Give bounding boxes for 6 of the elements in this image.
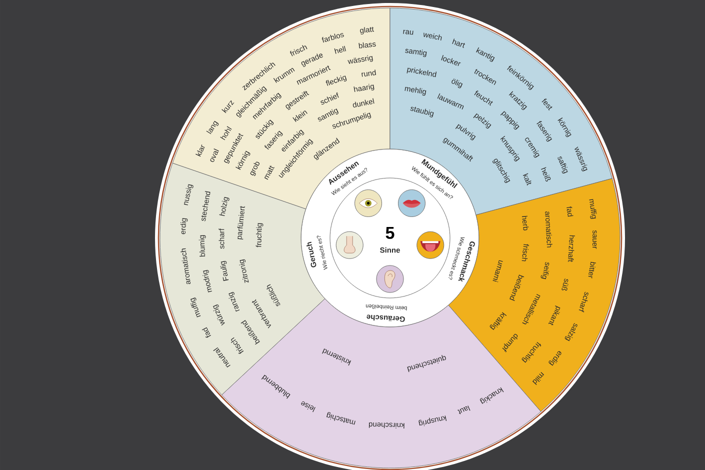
tongue-icon bbox=[416, 231, 444, 259]
number-label: 5 bbox=[386, 227, 394, 239]
eye-icon bbox=[354, 189, 382, 217]
lips-icon bbox=[398, 189, 426, 217]
nose-icon bbox=[336, 231, 364, 259]
ear-icon bbox=[376, 265, 404, 293]
